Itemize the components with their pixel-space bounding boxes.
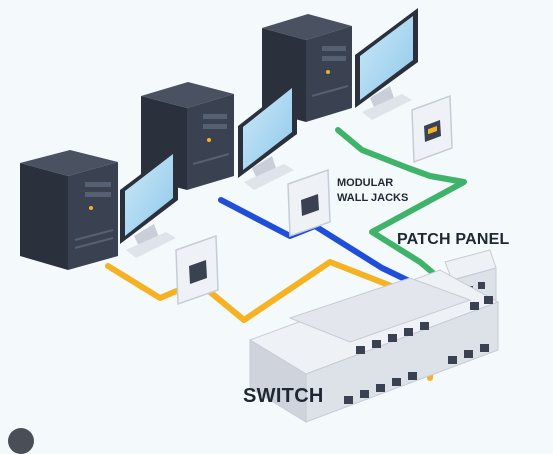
jacks-label-line1: MODULAR — [337, 177, 394, 189]
wall-jack-icon — [411, 94, 453, 164]
switch-label: SWITCH — [243, 385, 324, 407]
corner-circle-icon — [8, 428, 34, 454]
modular-wall-jacks-label: MODULAR WALL JACKS — [337, 176, 408, 206]
patch-panel-label: PATCH PANEL — [397, 231, 510, 248]
workstation-1 — [20, 146, 178, 270]
wall-jack-icon — [287, 168, 331, 238]
wall-jack-icon — [175, 234, 219, 306]
switch-ports-bottom — [344, 344, 489, 404]
network-switch-icon — [248, 269, 500, 423]
network-diagram — [20, 8, 500, 423]
pc-tower-icon — [20, 150, 118, 270]
monitor-icon — [120, 146, 178, 258]
switch-ports-top — [356, 296, 493, 354]
monitor-icon — [355, 8, 418, 120]
jacks-label-line2: WALL JACKS — [337, 192, 409, 204]
monitor-icon — [238, 80, 297, 190]
